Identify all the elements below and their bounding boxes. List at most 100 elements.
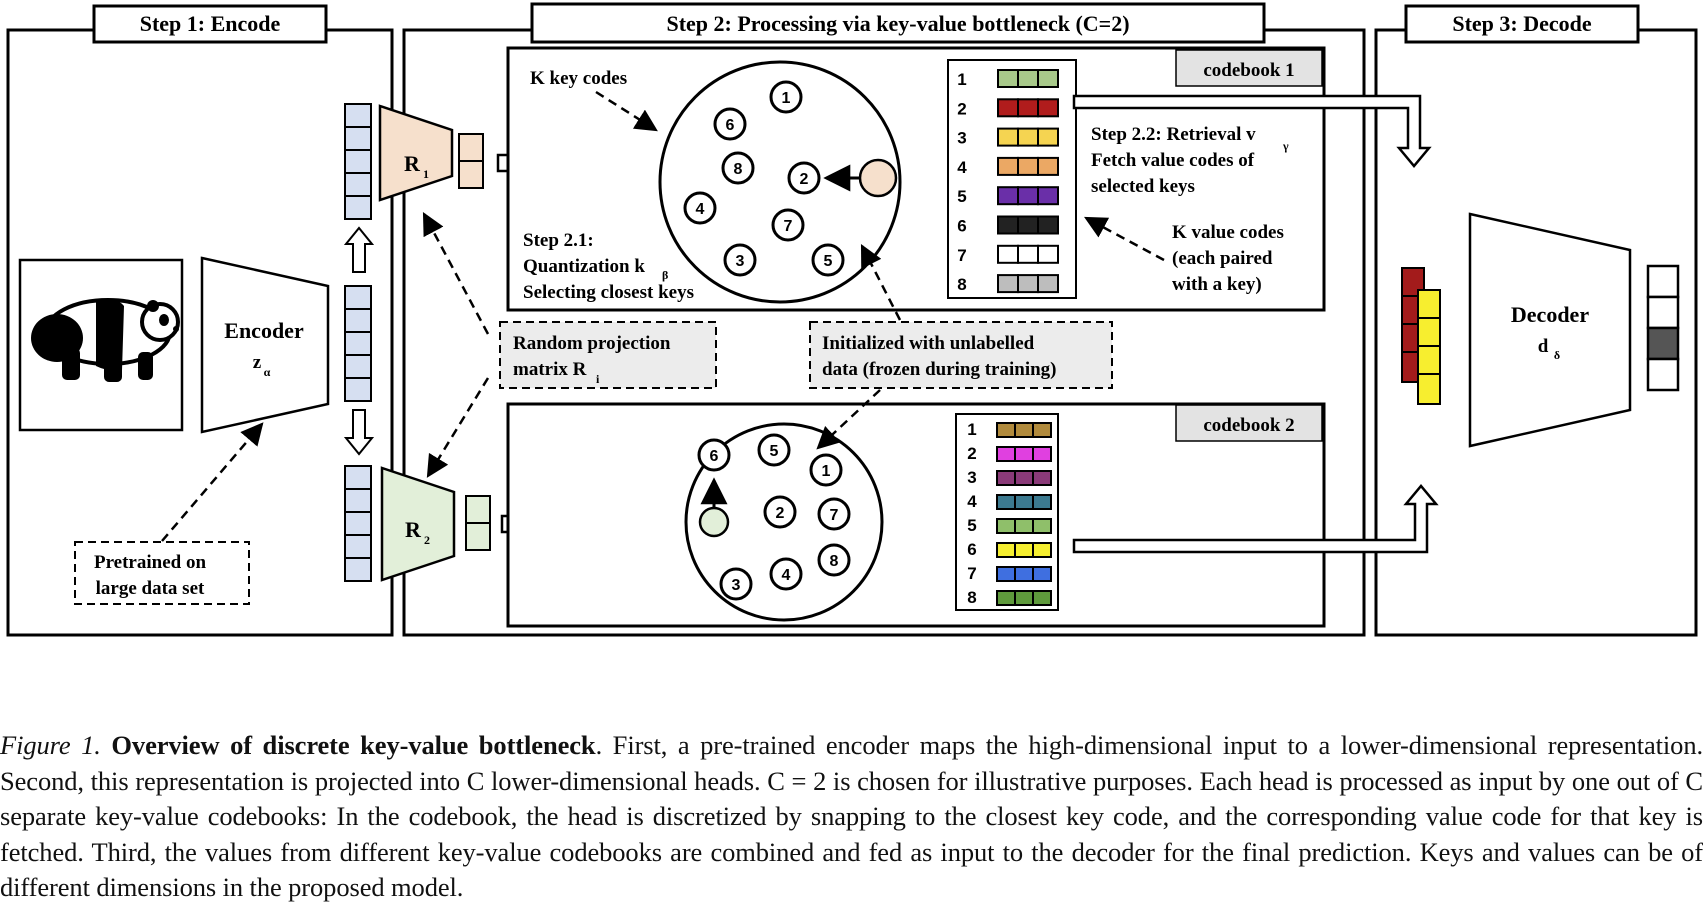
value-code-cell xyxy=(1017,244,1039,264)
value-code-cell xyxy=(1032,446,1052,462)
key-code xyxy=(769,80,803,114)
value-code-index: 3 xyxy=(957,129,966,148)
value-codes-note-2: (each paired xyxy=(1172,248,1273,269)
key-code xyxy=(811,243,845,277)
value-code-index: 4 xyxy=(957,158,967,177)
decoder-param: d xyxy=(1538,336,1549,357)
head1-point xyxy=(858,158,898,198)
value-code-index: 1 xyxy=(957,70,966,89)
quantization-line3: Selecting closest keys xyxy=(523,282,694,303)
key-code xyxy=(757,433,791,467)
projection-r1: R 1 xyxy=(378,104,454,202)
key-code xyxy=(721,151,755,185)
key-code xyxy=(713,107,747,141)
vector-cell xyxy=(344,195,372,220)
value-code-cell xyxy=(1032,590,1052,606)
vector-cell xyxy=(344,377,372,402)
value-code-cell xyxy=(996,422,1016,438)
value-code-cell xyxy=(996,470,1016,486)
svg-text:Pretrained on: Pretrained on xyxy=(94,552,206,573)
value-code-cell xyxy=(996,566,1016,582)
svg-text:data (frozen during training): data (frozen during training) xyxy=(822,359,1057,380)
codebook2-title: codebook 2 xyxy=(1203,415,1294,436)
value-code-index: 4 xyxy=(967,492,977,511)
value-code-cell xyxy=(1037,69,1059,88)
step2-title: Step 2: Processing via key-value bottlen… xyxy=(666,11,1129,36)
value-code-cell xyxy=(1032,518,1052,534)
value-code-cell xyxy=(1014,446,1034,462)
value-code-cell xyxy=(1037,127,1059,147)
value-code-index: 7 xyxy=(967,564,976,583)
value-code-cell xyxy=(1014,422,1034,438)
head-vector-1 xyxy=(458,133,484,189)
vector-cell xyxy=(344,285,372,310)
value-code-index: 5 xyxy=(957,187,966,206)
vector-cell xyxy=(344,465,372,490)
encoder-label: Encoder xyxy=(224,318,304,343)
key-code-label: 4 xyxy=(782,567,791,584)
value-code-index: 8 xyxy=(957,275,966,294)
svg-text:R: R xyxy=(404,151,421,176)
value-code-cell xyxy=(1037,156,1059,176)
vector-cell xyxy=(344,534,372,559)
key-code xyxy=(769,557,803,591)
key-code-label: 1 xyxy=(822,463,831,480)
value-code-index: 2 xyxy=(967,444,976,463)
key-code-label: 6 xyxy=(710,448,719,465)
value-code-cell xyxy=(1032,494,1052,510)
output-vector xyxy=(1646,264,1680,392)
value-code-index: 2 xyxy=(957,99,966,118)
value-code-cell xyxy=(997,186,1019,206)
codebook1-panel xyxy=(506,46,1326,312)
key-code-label: 3 xyxy=(732,577,741,594)
key-code xyxy=(817,497,851,531)
down-hollow-arrow xyxy=(343,409,375,456)
projection-note-arrow-down xyxy=(426,377,490,478)
diagram: Step 1: Encode Step 2: Processing via ke… xyxy=(6,2,1698,637)
key-code-label: 5 xyxy=(770,443,779,460)
panda-icon xyxy=(31,298,180,382)
random-projection-note: Random projection matrix R i xyxy=(499,321,717,389)
value-codes-note-3: with a key) xyxy=(1172,274,1262,295)
svg-text:i: i xyxy=(596,372,600,386)
svg-text:Random projection: Random projection xyxy=(513,333,671,354)
value-code-cell xyxy=(1014,566,1034,582)
combined-value-codes xyxy=(1401,267,1441,405)
codebook1-title: codebook 1 xyxy=(1203,60,1294,81)
vector-cell xyxy=(344,511,372,536)
vector-cell xyxy=(344,126,372,151)
vector-cell xyxy=(344,103,372,128)
key-code-label: 2 xyxy=(800,171,809,188)
decoder-block: Decoder d δ xyxy=(1468,212,1632,448)
key-code-label: 4 xyxy=(696,201,705,218)
value-code-index: 6 xyxy=(957,217,966,236)
value-code-cell xyxy=(1032,566,1052,582)
value-code-cell xyxy=(996,518,1016,534)
key-code-label: 1 xyxy=(782,90,791,107)
value-code-cell xyxy=(1017,69,1039,88)
value-code-cell xyxy=(1037,215,1059,235)
value-code-cell xyxy=(1014,518,1034,534)
value-code-cell xyxy=(997,274,1019,294)
figure-caption: Figure 1. Overview of discrete key-value… xyxy=(0,728,1703,906)
value-code-cell xyxy=(1014,542,1034,558)
vector-cell xyxy=(344,488,372,513)
value-code-index: 6 xyxy=(967,540,976,559)
value-code-cell xyxy=(997,156,1019,176)
feature-vector-middle xyxy=(344,285,372,402)
panda-input-image xyxy=(18,258,184,432)
value-code-cell xyxy=(996,446,1016,462)
projection-r2: R 2 xyxy=(380,466,456,582)
key-codes-arrow xyxy=(595,90,658,132)
key-code xyxy=(817,543,851,577)
value-code-cell xyxy=(1037,186,1059,206)
value-code-cell xyxy=(1014,590,1034,606)
key-code-label: 7 xyxy=(830,507,839,524)
value-code-cell xyxy=(997,244,1019,264)
key-code-label: 5 xyxy=(824,253,833,270)
key-code xyxy=(719,567,753,601)
encoder-param: z xyxy=(253,352,262,373)
retrieval-line3: selected keys xyxy=(1091,176,1195,197)
